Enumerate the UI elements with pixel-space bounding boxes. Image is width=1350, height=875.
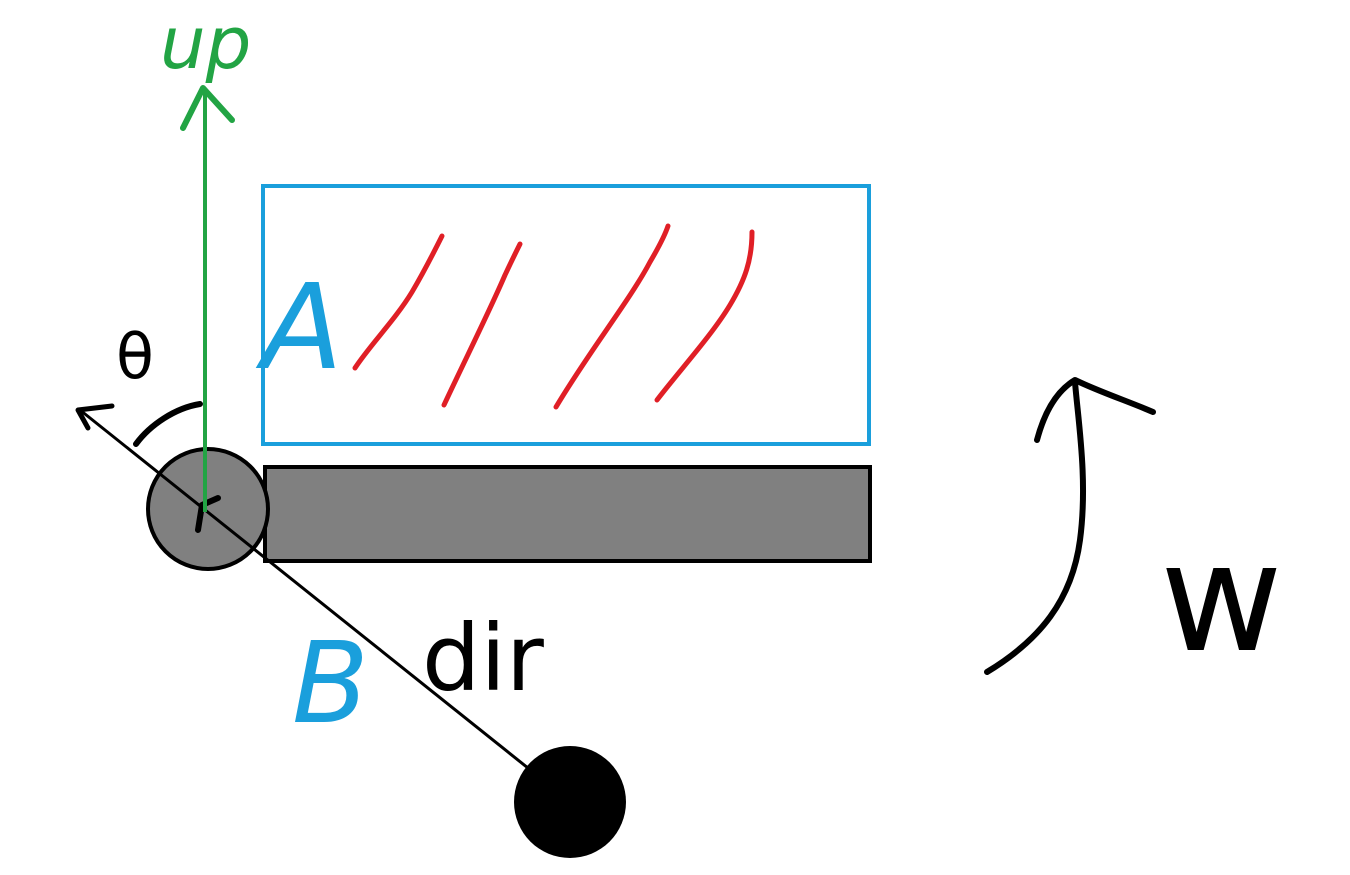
hatch-stroke-3 (553, 223, 671, 410)
up-label: up (160, 1, 251, 85)
hatch-stroke-2 (441, 241, 523, 408)
theta-label: θ (116, 320, 154, 393)
ball (514, 746, 626, 858)
region-a-label: A (255, 258, 343, 396)
omega-label: w (1160, 512, 1283, 686)
pivot-mark (195, 495, 221, 533)
dir-label: dir (422, 605, 544, 712)
region-b-label: B (292, 619, 369, 749)
dir-arrowhead (75, 403, 115, 431)
paddle-bar (263, 465, 872, 563)
hatch-strokes (352, 223, 755, 410)
up-vector-arrowhead (180, 85, 235, 131)
omega-arrow (984, 379, 1087, 675)
theta-arc (133, 401, 203, 447)
omega-arrowhead (1034, 377, 1156, 443)
hatch-stroke-4 (654, 229, 755, 403)
dir-line (79, 408, 569, 802)
pivot-circle (146, 447, 270, 571)
region-a-box (261, 184, 871, 446)
hatch-stroke-1 (352, 233, 445, 371)
